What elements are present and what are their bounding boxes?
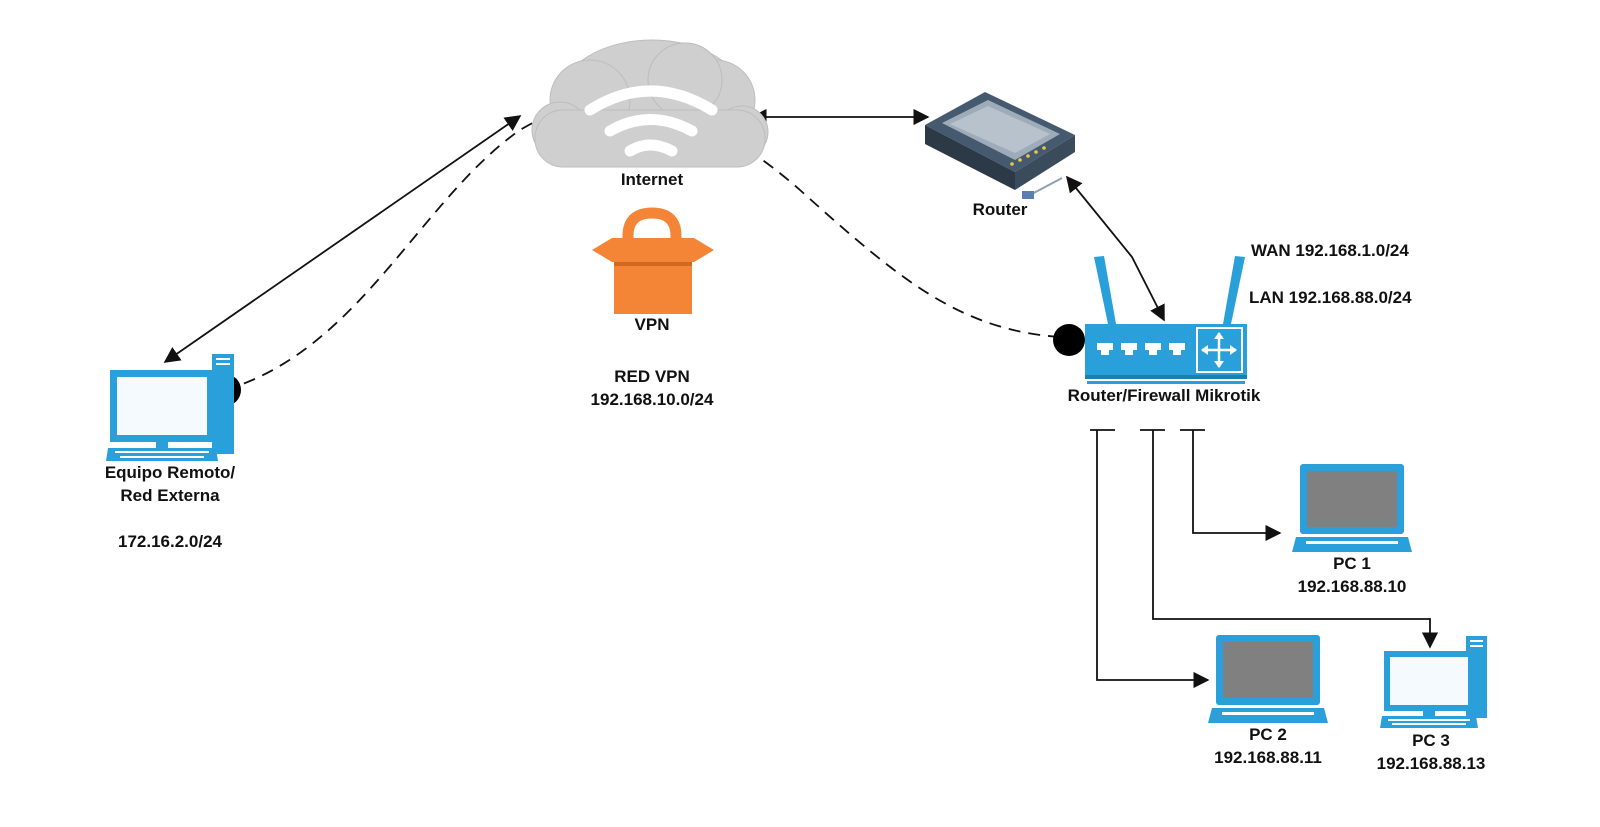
remote-label-line1: Equipo Remoto/ (105, 463, 236, 482)
mikrotik-label: Router/Firewall Mikrotik (1068, 386, 1261, 405)
red-vpn-title: RED VPN (614, 367, 690, 386)
lan-label: LAN 192.168.88.0/24 (1249, 288, 1412, 307)
remote-subnet: 172.16.2.0/24 (118, 532, 223, 551)
pc2-label: PC 2 (1249, 725, 1287, 744)
laptop-icon (1208, 635, 1328, 723)
internet-label: Internet (621, 170, 684, 189)
laptop-icon (1292, 464, 1412, 552)
tunnel-endpoint-mikrotik (1053, 324, 1085, 356)
red-vpn-subnet: 192.168.10.0/24 (591, 390, 714, 409)
pc3-label: PC 3 (1412, 731, 1450, 750)
link-remote-internet (163, 115, 522, 363)
vpn-label: VPN (635, 315, 670, 334)
link-router-mikrotik (1065, 175, 1165, 322)
wan-label: WAN 192.168.1.0/24 (1251, 241, 1409, 260)
link-mikrotik-pc1 (1192, 430, 1282, 542)
vpn-lock-icon (592, 207, 714, 314)
cloud-wifi-icon (531, 39, 769, 168)
desktop-computer-icon (106, 354, 234, 461)
pc2-ip: 192.168.88.11 (1214, 748, 1322, 767)
modem-router-icon (925, 92, 1075, 199)
link-mikrotik-pc3 (1152, 430, 1439, 649)
router-label: Router (973, 200, 1028, 219)
link-mikrotik-pc2 (1096, 430, 1210, 689)
wireless-router-icon (1085, 256, 1247, 384)
pc3-ip: 192.168.88.13 (1377, 754, 1486, 773)
pc1-ip: 192.168.88.10 (1298, 577, 1407, 596)
remote-label-line2: Red Externa (120, 486, 220, 505)
desktop-computer-icon (1380, 636, 1487, 728)
pc1-label: PC 1 (1333, 554, 1371, 573)
